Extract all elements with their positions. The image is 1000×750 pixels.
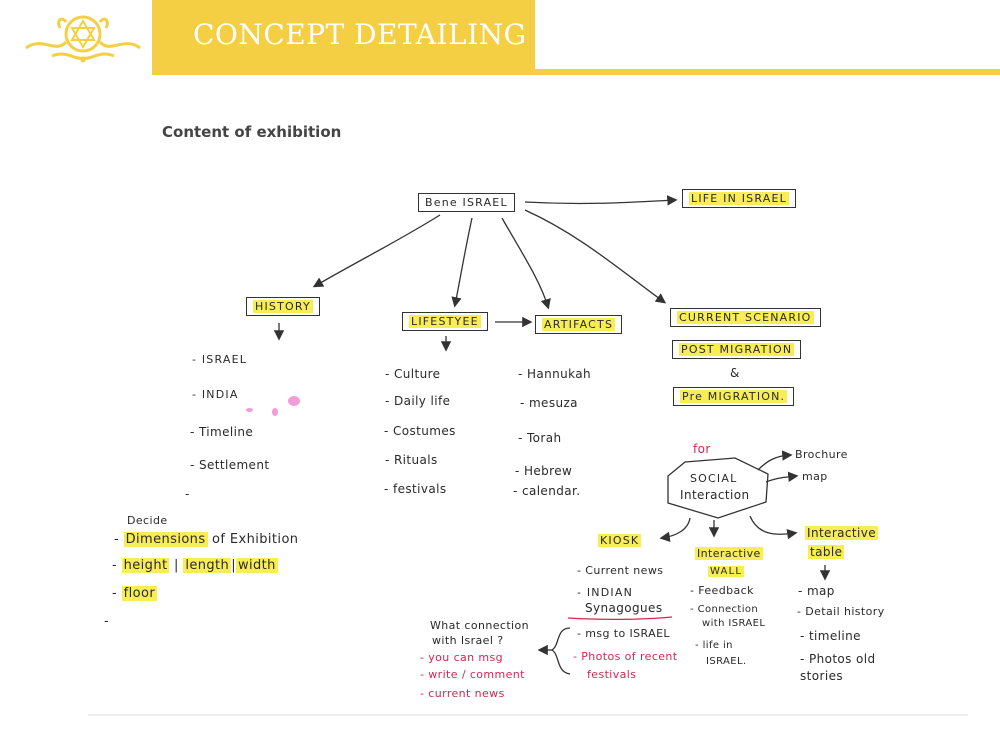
paper-edge [88,714,968,716]
table-label-2: table [808,545,845,559]
history-item: - ISRAEL [192,353,248,366]
wall-item: - life in [695,640,733,651]
history-item: - [185,487,190,501]
ampersand: & [730,366,740,380]
star-of-david-emblem-icon [25,15,141,63]
artifact-item: - calendar. [513,484,581,498]
kiosk-item: - Photos of recent [573,650,678,663]
history-item: - Settlement [190,458,270,472]
decide-measurements: - height | length|width [112,558,278,573]
decide-dimensions: - Dimensions of Exhibition [114,532,299,547]
social-label: SOCIAL [690,472,738,485]
lifestyle-item: - Culture [385,367,441,381]
kiosk-item: - INDIAN [577,586,634,599]
lifestyle-item: - Costumes [384,424,456,438]
decide-floor: - floor [112,586,158,601]
table-item: - map [798,584,835,598]
node-label: LIFESTYEE [409,315,481,328]
artifact-item: - mesuza [520,396,578,410]
node-bene-israel: Bene ISRAEL [418,193,515,212]
floor-highlight: floor [121,586,158,601]
kiosk-item: - Current news [577,564,664,577]
connection-item: - you can msg [420,651,504,664]
connection-question: with Israel ? [432,634,504,647]
node-label: LIFE IN ISRAEL [689,192,789,205]
table-item: - Photos old [800,652,876,666]
header-logo-area [0,0,152,75]
artifact-item: - Hebrew [515,464,573,478]
wall-label-1: Interactive [695,547,763,560]
height-highlight: height [121,558,170,573]
connection-item: - current news [420,687,505,700]
kiosk-item: Synagogues [585,601,663,615]
dimensions-highlight: Dimensions [123,532,208,547]
table-item: - Detail history [797,605,885,618]
decide-label: Decide [127,514,168,527]
node-life-in-israel: LIFE IN ISRAEL [682,189,796,208]
node-artifacts: ARTIFACTS [535,315,623,334]
kiosk-item: festivals [587,668,637,681]
map-label: map [802,470,828,483]
ink-splotch [272,408,278,416]
interaction-label: Interaction [680,488,750,502]
history-item: - INDIA [192,388,239,401]
kiosk-item: - msg to ISRAEL [577,627,670,640]
node-lifestyle: LIFESTYEE [402,312,488,331]
node-label: CURRENT SCENARIO [677,311,814,324]
brochure-label: Brochure [795,448,848,461]
history-item: - Timeline [190,425,254,439]
lifestyle-item: - festivals [384,482,447,496]
table-item: - timeline [800,629,861,643]
lifestyle-item: - Rituals [385,453,438,467]
length-highlight: length [183,558,232,573]
node-label: Pre MIGRATION. [680,390,788,403]
node-label: ARTIFACTS [542,318,616,331]
connection-question: What connection [430,619,530,632]
node-current-scenario: CURRENT SCENARIO [670,308,821,327]
separator: | [231,558,236,573]
header-band [152,0,535,75]
wall-item: - Feedback [690,584,754,597]
separator: | [174,558,179,573]
node-label: HISTORY [253,300,313,313]
node-post-migration: POST MIGRATION [672,340,802,359]
header-rule [535,69,1000,75]
section-heading: Content of exhibition [162,123,342,141]
decide-trailing: - [104,614,110,629]
wall-item: - Connection [690,604,759,615]
page-title: CONCEPT DETAILING [193,18,527,51]
width-highlight: width [235,558,278,573]
node-pre-migration: Pre MIGRATION. [673,387,795,406]
for-label: for [693,442,711,456]
node-label: Bene ISRAEL [425,196,508,209]
wall-item: with ISRAEL [702,618,766,629]
table-item: stories [800,669,844,683]
artifact-item: - Torah [518,431,562,445]
ink-splotch [246,408,253,412]
kiosk-label: KIOSK [598,534,642,547]
wall-label-2: WALL [708,566,745,577]
wall-item: ISRAEL. [706,656,747,667]
node-history: HISTORY [246,297,320,316]
connection-item: - write / comment [420,668,525,681]
node-label: POST MIGRATION [679,343,795,356]
artifact-item: - Hannukah [518,367,592,381]
lifestyle-item: - Daily life [385,394,451,408]
ink-splotch [288,396,300,406]
dimensions-rest: of Exhibition [212,532,299,547]
table-label-1: Interactive [805,526,879,540]
